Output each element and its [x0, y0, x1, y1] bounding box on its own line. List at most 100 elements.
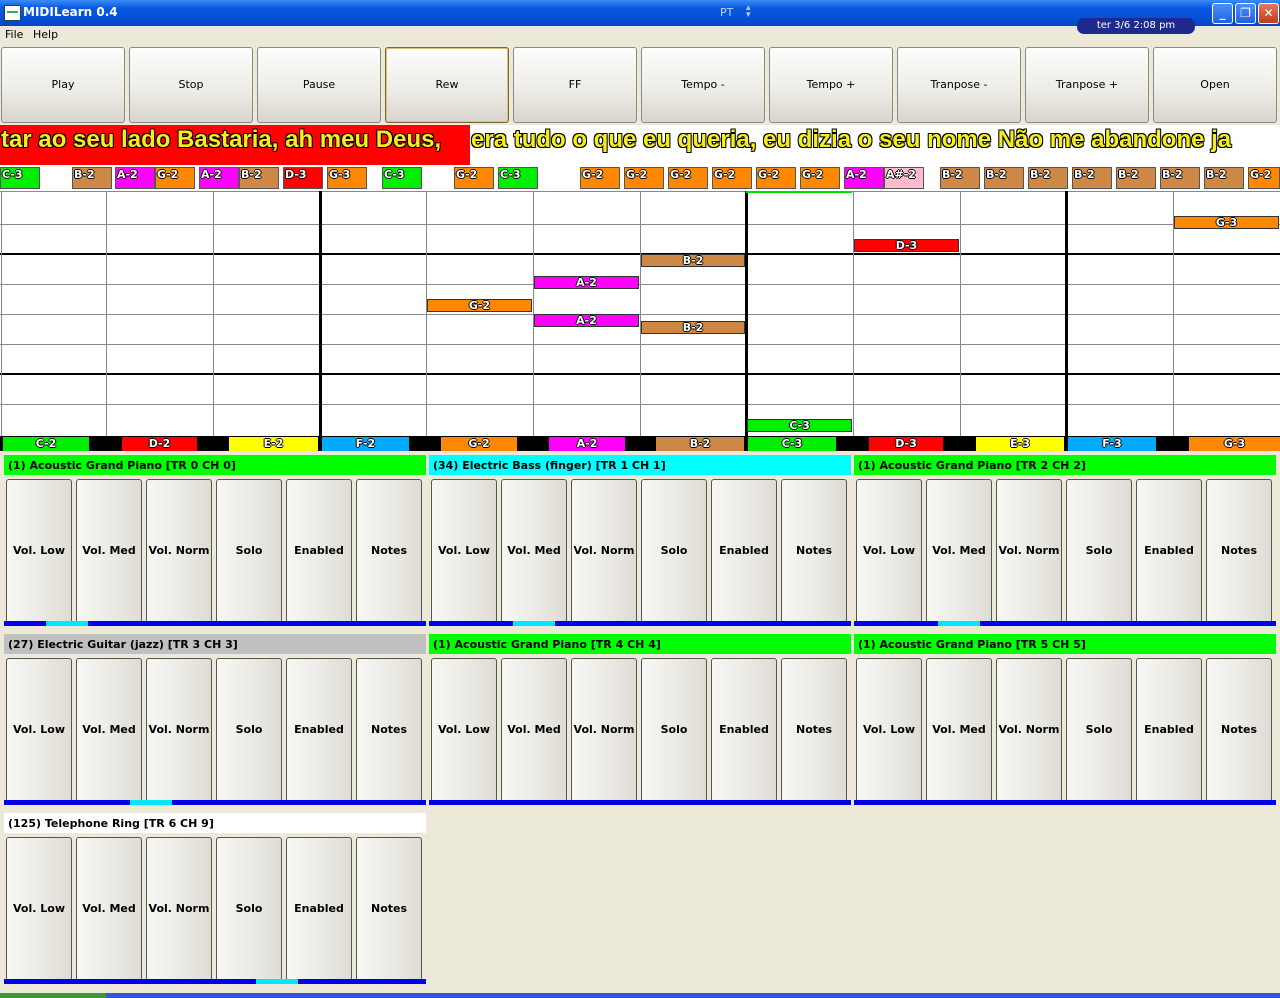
transpose-down-button[interactable]: Tranpose - [897, 47, 1021, 123]
sequence-note: B-2 [940, 167, 980, 189]
solo-button[interactable]: Solo [641, 479, 707, 623]
vol-low-button[interactable]: Vol. Low [6, 837, 72, 981]
vol-norm-button[interactable]: Vol. Norm [996, 479, 1062, 623]
sequence-note: A-2 [844, 167, 884, 189]
enabled-button[interactable]: Enabled [711, 479, 777, 623]
enabled-button[interactable]: Enabled [286, 479, 352, 623]
notes-button[interactable]: Notes [781, 658, 847, 802]
vol-med-button[interactable]: Vol. Med [501, 658, 567, 802]
keyboard-key: B-2 [656, 437, 744, 451]
menu-file[interactable]: File [5, 28, 24, 41]
fast-forward-button[interactable]: FF [513, 47, 637, 123]
sequence-note: G-2 [800, 167, 840, 189]
notes-button[interactable]: Notes [1206, 479, 1272, 623]
language-indicator[interactable]: PT▴▾ [708, 4, 756, 20]
notes-button[interactable]: Notes [781, 479, 847, 623]
track-panel: (27) Electric Guitar (jazz) [TR 3 CH 3]V… [4, 634, 426, 805]
clock: ter 3/6 2:08 pm [1077, 18, 1195, 34]
roll-gridline [533, 191, 534, 436]
notes-button[interactable]: Notes [1206, 658, 1272, 802]
maximize-button[interactable]: ❐ [1235, 3, 1256, 24]
vol-low-button[interactable]: Vol. Low [856, 479, 922, 623]
vol-norm-button[interactable]: Vol. Norm [146, 658, 212, 802]
menu-help[interactable]: Help [33, 28, 59, 41]
rewind-button[interactable]: Rew [385, 47, 509, 123]
roll-note: G-3 [1174, 216, 1279, 229]
sequence-note: B-2 [239, 167, 279, 189]
keyboard-key: E-3 [976, 437, 1064, 451]
play-button[interactable]: Play [1, 47, 125, 123]
vol-low-button[interactable]: Vol. Low [431, 479, 497, 623]
enabled-button[interactable]: Enabled [711, 658, 777, 802]
minimize-button[interactable]: _ [1212, 3, 1233, 24]
sequence-note: C-3 [382, 167, 422, 189]
sequence-note: B-2 [984, 167, 1024, 189]
track-level-meter [854, 800, 1276, 805]
language-arrows-icon: ▴▾ [746, 3, 751, 20]
sequence-note: G-2 [756, 167, 796, 189]
vol-med-button[interactable]: Vol. Med [501, 479, 567, 623]
enabled-button[interactable]: Enabled [286, 658, 352, 802]
solo-button[interactable]: Solo [216, 479, 282, 623]
vol-norm-button[interactable]: Vol. Norm [996, 658, 1062, 802]
title-bar: MIDILearn 0.4 PT▴▾ _ ❐ ✕ [0, 0, 1280, 26]
solo-button[interactable]: Solo [1066, 479, 1132, 623]
vol-norm-button[interactable]: Vol. Norm [146, 479, 212, 623]
track-panel: (125) Telephone Ring [TR 6 CH 9]Vol. Low… [4, 813, 426, 984]
keyboard-strip: C-2 D-2 E-2 F-2 G-2 A-2 B-2 C-3 D-3 E-3 … [0, 436, 1280, 451]
track-panel: (1) Acoustic Grand Piano [TR 2 CH 2] Vol.… [854, 455, 1276, 626]
vol-low-button[interactable]: Vol. Low [856, 658, 922, 802]
solo-button[interactable]: Solo [216, 658, 282, 802]
solo-button[interactable]: Solo [641, 658, 707, 802]
vol-norm-button[interactable]: Vol. Norm [571, 658, 637, 802]
keyboard-key: G-3 [1189, 437, 1280, 451]
roll-gridline [1065, 191, 1068, 436]
roll-gridline [745, 191, 748, 436]
vol-low-button[interactable]: Vol. Low [6, 479, 72, 623]
sequence-note: G-2 [1248, 167, 1280, 189]
lyrics-current: tar ao seu lado Bastaria, ah meu Deus, [1, 126, 442, 153]
solo-button[interactable]: Solo [216, 837, 282, 981]
roll-note: C-3 [747, 419, 852, 432]
sequence-note: B-2 [1116, 167, 1156, 189]
vol-med-button[interactable]: Vol. Med [76, 658, 142, 802]
sequence-note: C-3 [498, 167, 538, 189]
vol-low-button[interactable]: Vol. Low [431, 658, 497, 802]
roll-note: A-2 [534, 314, 639, 327]
tempo-down-button[interactable]: Tempo - [641, 47, 765, 123]
vol-norm-button[interactable]: Vol. Norm [571, 479, 637, 623]
roll-note: B-2 [641, 321, 745, 334]
stop-button[interactable]: Stop [129, 47, 253, 123]
notes-button[interactable]: Notes [356, 837, 422, 981]
close-button[interactable]: ✕ [1258, 3, 1279, 24]
track-level-fill [46, 621, 89, 626]
solo-button[interactable]: Solo [1066, 658, 1132, 802]
enabled-button[interactable]: Enabled [1136, 658, 1202, 802]
pause-button[interactable]: Pause [257, 47, 381, 123]
notes-button[interactable]: Notes [356, 479, 422, 623]
track-title: (1) Acoustic Grand Piano [TR 0 CH 0] [4, 455, 426, 475]
keyboard-key: F-3 [1068, 437, 1156, 451]
roll-gridline [426, 191, 427, 436]
vol-med-button[interactable]: Vol. Med [76, 479, 142, 623]
transpose-up-button[interactable]: Tranpose + [1025, 47, 1149, 123]
vol-med-button[interactable]: Vol. Med [926, 479, 992, 623]
notes-button[interactable]: Notes [356, 658, 422, 802]
track-title: (1) Acoustic Grand Piano [TR 2 CH 2] [854, 455, 1276, 475]
open-button[interactable]: Open [1153, 47, 1277, 123]
enabled-button[interactable]: Enabled [1136, 479, 1202, 623]
window-title: MIDILearn 0.4 [23, 5, 118, 19]
vol-med-button[interactable]: Vol. Med [76, 837, 142, 981]
start-button[interactable] [0, 993, 106, 998]
vol-norm-button[interactable]: Vol. Norm [146, 837, 212, 981]
sequence-note: G-2 [712, 167, 752, 189]
tempo-up-button[interactable]: Tempo + [769, 47, 893, 123]
roll-playhead-marker [746, 191, 852, 193]
menu-bar: File Help [0, 26, 1280, 45]
track-level-fill [256, 979, 299, 984]
enabled-button[interactable]: Enabled [286, 837, 352, 981]
vol-med-button[interactable]: Vol. Med [926, 658, 992, 802]
sequence-note: G-2 [454, 167, 494, 189]
vol-low-button[interactable]: Vol. Low [6, 658, 72, 802]
